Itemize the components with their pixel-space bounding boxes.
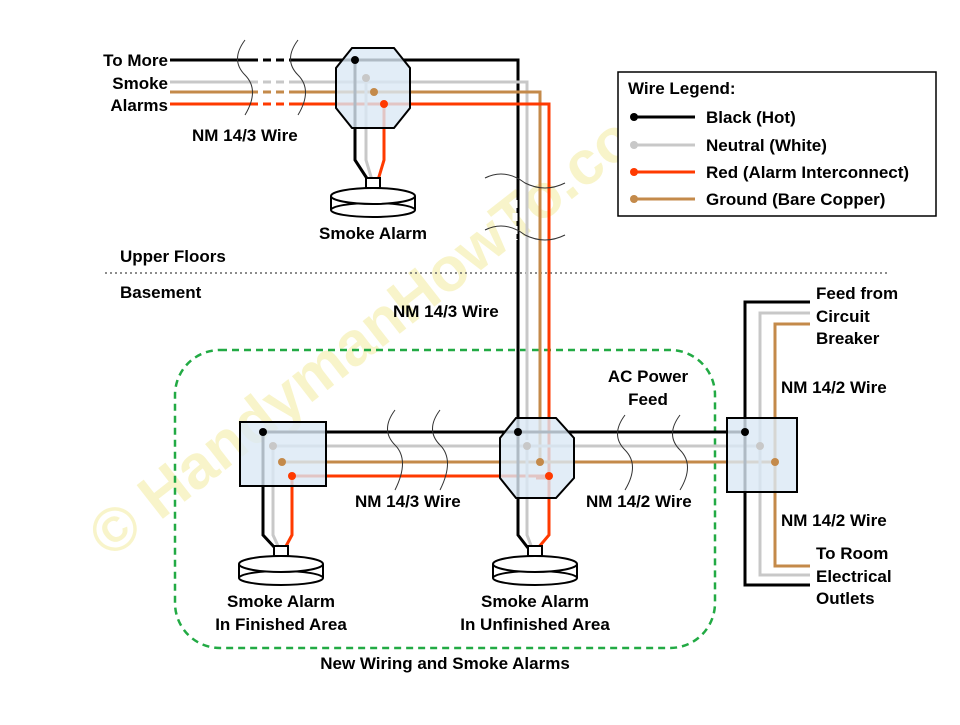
legend-title: Wire Legend:: [628, 79, 736, 98]
wire-finished-red: [283, 476, 294, 549]
legend-item-neutral: Neutral (White): [630, 136, 827, 155]
label-smoke-alarm-top: Smoke Alarm: [319, 224, 427, 243]
label-feed-2: Circuit: [816, 307, 870, 326]
label-ac-power-2: Feed: [628, 390, 668, 409]
label-nm143-mid: NM 14/3 Wire: [355, 492, 461, 511]
legend-item-hot: Black (Hot): [630, 108, 796, 127]
label-nm143-riser: NM 14/3 Wire: [393, 302, 499, 321]
label-nm143-top: NM 14/3 Wire: [192, 126, 298, 145]
label-alarm-unfinished-1: Smoke Alarm: [481, 592, 589, 611]
label-nm142-feed: NM 14/2 Wire: [781, 378, 887, 397]
break-marks: [237, 39, 688, 491]
legend-label-hot: Black (Hot): [706, 108, 796, 127]
legend-label-ground: Ground (Bare Copper): [706, 190, 885, 209]
legend-item-ground: Ground (Bare Copper): [630, 190, 885, 209]
label-to-room-2: Electrical: [816, 567, 892, 586]
label-alarm-unfinished-2: In Unfinished Area: [460, 615, 610, 634]
octagon-box-upper: [335, 47, 411, 129]
new-wiring-group-border: [173, 348, 717, 650]
label-feed-3: Breaker: [816, 329, 880, 348]
smoke-alarm-unfinished-icon: [492, 545, 578, 586]
octagon-box-basement: [499, 417, 575, 499]
label-ac-power-1: AC Power: [608, 367, 689, 386]
label-alarm-finished-2: In Finished Area: [215, 615, 347, 634]
smoke-alarm-finished-icon: [238, 545, 324, 586]
label-group-caption: New Wiring and Smoke Alarms: [320, 654, 570, 673]
wire-legend: Wire Legend: Black (Hot) Neutral (White)…: [617, 71, 937, 217]
label-basement: Basement: [120, 283, 202, 302]
junction-dots: [259, 56, 779, 480]
label-feed-1: Feed from: [816, 284, 898, 303]
smoke-alarm-top-icon: [330, 177, 416, 218]
label-to-more-3: Alarms: [110, 96, 168, 115]
legend-item-interconnect: Red (Alarm Interconnect): [630, 163, 909, 182]
square-box-power: [726, 417, 798, 493]
square-box-finished: [239, 421, 327, 487]
legend-label-interconnect: Red (Alarm Interconnect): [706, 163, 909, 182]
label-to-more-1: To More: [103, 51, 168, 70]
label-to-room-1: To Room: [816, 544, 888, 563]
legend-label-neutral: Neutral (White): [706, 136, 827, 155]
label-to-room-3: Outlets: [816, 589, 875, 608]
label-nm142-mid: NM 14/2 Wire: [586, 492, 692, 511]
label-nm142-outlets: NM 14/2 Wire: [781, 511, 887, 530]
label-to-more-2: Smoke: [112, 74, 168, 93]
labels: To More Smoke Alarms NM 14/3 Wire Smoke …: [103, 51, 898, 673]
label-alarm-finished-1: Smoke Alarm: [227, 592, 335, 611]
label-upper-floors: Upper Floors: [120, 247, 226, 266]
